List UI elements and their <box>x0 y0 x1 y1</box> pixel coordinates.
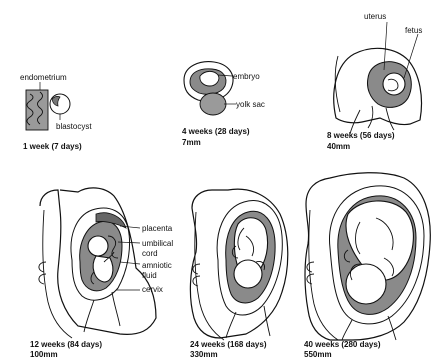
label-umbilical-2: cord <box>142 249 158 258</box>
label-amniotic-1: amniotic <box>142 261 172 270</box>
stage-24-weeks: 24 weeks (168 days) 330mm <box>190 189 288 358</box>
caption-week24-line1: 24 weeks (168 days) <box>190 340 267 349</box>
caption-week8-line1: 8 weeks (56 days) <box>327 131 395 140</box>
label-fetus: fetus <box>405 26 422 35</box>
label-endometrium: endometrium <box>20 73 67 82</box>
fetus-8wk <box>383 73 405 95</box>
stage-1-week: endometrium blastocyst 1 week (7 days) <box>20 73 92 151</box>
caption-week24-line2: 330mm <box>190 350 218 358</box>
caption-week4-line2: 7mm <box>182 138 201 147</box>
stage-4-weeks: embryo yolk sac 4 weeks (28 days) 7mm <box>182 62 265 147</box>
label-placenta: placenta <box>142 224 173 233</box>
caption-week40-line1: 40 weeks (280 days) <box>304 340 381 349</box>
caption-week1-line1: 1 week (7 days) <box>23 142 82 151</box>
caption-week40-line2: 550mm <box>304 350 332 358</box>
endometrium-tissue <box>26 90 48 130</box>
caption-week12-line1: 12 weeks (84 days) <box>30 340 102 349</box>
caption-week12-line2: 100mm <box>30 350 58 358</box>
embryo-body <box>200 71 219 86</box>
label-cervix: cervix <box>142 285 163 294</box>
label-umbilical-1: umbilical <box>142 239 173 248</box>
blastocyst-cell <box>50 94 70 114</box>
yolk-sac-shape <box>200 93 226 115</box>
label-blastocyst: blastocyst <box>56 122 92 131</box>
label-yolk-sac: yolk sac <box>236 100 265 109</box>
caption-week8-line2: 40mm <box>327 142 350 151</box>
stage-12-weeks: placenta umbilical cord amniotic fluid c… <box>30 188 173 358</box>
stage-8-weeks: uterus fetus 8 weeks (56 days) 40mm <box>327 12 422 151</box>
caption-week4-line1: 4 weeks (28 days) <box>182 127 250 136</box>
stage-40-weeks: 40 weeks (280 days) 550mm <box>304 173 430 358</box>
label-embryo: embryo <box>233 72 260 81</box>
label-amniotic-2: fluid <box>142 271 157 280</box>
label-uterus: uterus <box>364 12 386 21</box>
